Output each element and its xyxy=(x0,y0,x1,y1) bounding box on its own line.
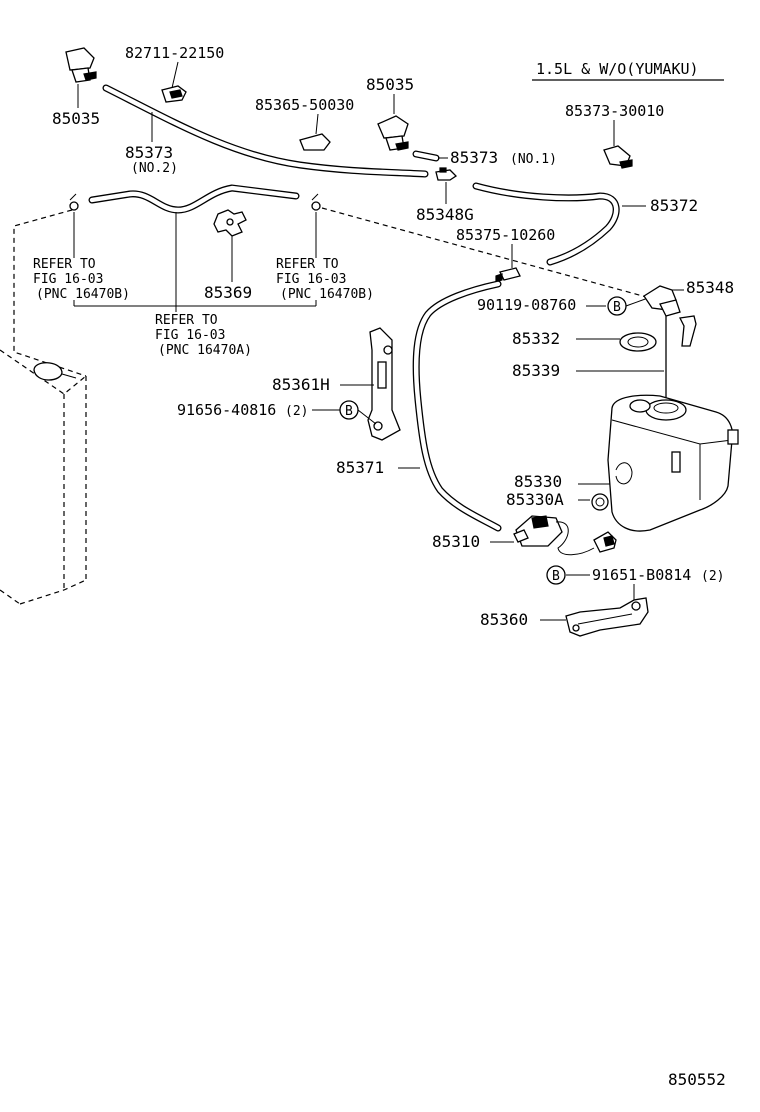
joint-85348g xyxy=(435,167,458,181)
callout-85373-no1-sub: (NO.1) xyxy=(510,152,557,167)
washer-pump-85310 xyxy=(513,515,617,556)
callout-85348g: 85348G xyxy=(416,205,474,224)
callout-85332: 85332 xyxy=(512,329,560,348)
callout-85375-10260: 85375-10260 xyxy=(456,226,555,244)
washer-hose-no1 xyxy=(412,150,440,162)
variant-label: 1.5L & W/O(YUMAKU) xyxy=(536,60,699,78)
callout-85035-left: 85035 xyxy=(52,109,100,128)
inlet-pipe-85348 xyxy=(643,285,697,347)
marker-b-1-label: B xyxy=(345,404,353,419)
washer-hose-no2 xyxy=(102,84,429,178)
callout-85348: 85348 xyxy=(686,278,734,297)
bracket-85361h xyxy=(367,327,401,441)
washer-nozzle-left xyxy=(65,47,97,83)
callout-85035-right: 85035 xyxy=(366,75,414,94)
callout-85373-no1: 85373 xyxy=(450,148,498,167)
callout-82711-22150: 82711-22150 xyxy=(125,44,224,62)
washer-nozzle-right xyxy=(377,115,409,151)
hose-clamp-left xyxy=(69,193,79,211)
callout-91651-qty: (2) xyxy=(701,569,724,584)
marker-b-3 xyxy=(546,565,566,585)
callout-85310: 85310 xyxy=(432,532,480,551)
callout-85372: 85372 xyxy=(650,196,698,215)
bracket-85360 xyxy=(565,597,649,637)
ref-center-line3: (PNC 16470A) xyxy=(158,343,252,358)
ref-center-line1: REFER TO xyxy=(155,313,218,328)
ref-right-line3: (PNC 16470B) xyxy=(280,287,374,302)
clip-82711 xyxy=(161,85,187,103)
callout-91656-40816: 91656-40816 xyxy=(177,401,276,419)
clip-85373-30010 xyxy=(603,145,633,169)
ref-center-line2: FIG 16-03 xyxy=(155,328,225,343)
center-hose xyxy=(88,184,300,214)
callout-85373-no2-sub: (NO.2) xyxy=(131,161,178,176)
marker-b-3-label: B xyxy=(552,569,560,584)
washer-hose-85372 xyxy=(472,182,620,266)
washer-hose-85371 xyxy=(412,280,502,532)
callout-91656-qty: (2) xyxy=(285,404,308,419)
washer-tank-85330 xyxy=(607,394,739,532)
callout-85330a: 85330A xyxy=(506,490,564,509)
marker-b-2-label: B xyxy=(613,300,621,315)
ref-right-line1: REFER TO xyxy=(276,257,339,272)
ref-right-line2: FIG 16-03 xyxy=(276,272,346,287)
ref-left-line2: FIG 16-03 xyxy=(33,272,103,287)
callout-85373-30010: 85373-30010 xyxy=(565,102,664,120)
radiator-outline xyxy=(0,349,87,605)
check-valve-85375 xyxy=(495,267,521,283)
ref-left-line3: (PNC 16470B) xyxy=(36,287,130,302)
clip-85365 xyxy=(299,133,331,151)
cap-gasket-85332 xyxy=(619,332,657,352)
callout-85361h: 85361H xyxy=(272,375,330,394)
callout-85371: 85371 xyxy=(336,458,384,477)
ref-left-line1: REFER TO xyxy=(33,257,96,272)
callout-90119-08760: 90119-08760 xyxy=(477,296,576,314)
callout-85373-no2: 85373 xyxy=(125,143,173,162)
grommet-85330a xyxy=(591,493,609,511)
hose-clamp-right xyxy=(311,193,321,211)
callout-91651-b0814: 91651-B0814 xyxy=(592,566,691,584)
callout-85360: 85360 xyxy=(480,610,528,629)
callout-85369: 85369 xyxy=(204,283,252,302)
clamp-85369 xyxy=(213,209,247,237)
callout-85339: 85339 xyxy=(512,361,560,380)
callout-85330: 85330 xyxy=(514,472,562,491)
callout-85365-50030: 85365-50030 xyxy=(255,96,354,114)
figure-number: 850552 xyxy=(668,1070,726,1089)
